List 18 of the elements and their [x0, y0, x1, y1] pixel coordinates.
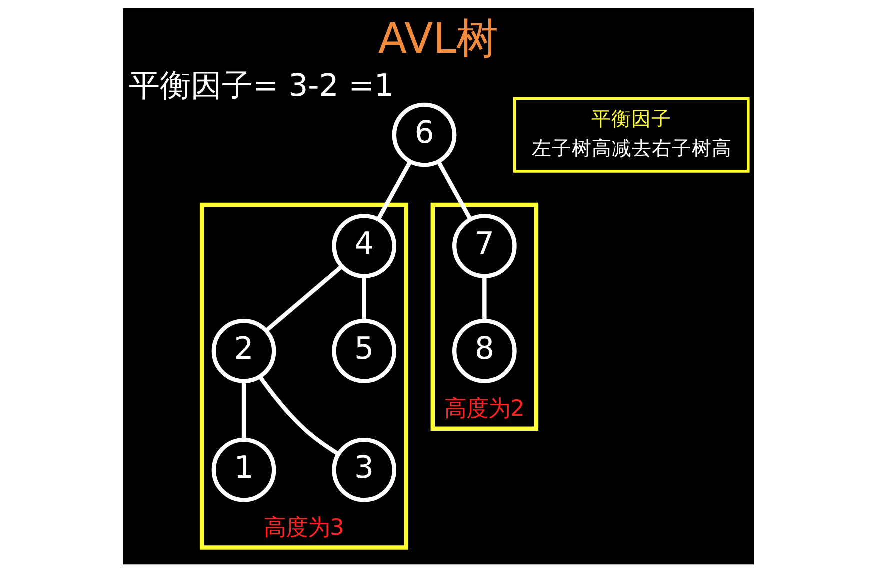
node-circle: 1	[212, 438, 276, 502]
node-circle: 6	[392, 102, 457, 168]
node-circle: 2	[212, 319, 276, 384]
node-circle: 7	[452, 214, 517, 278]
diagram-title: AVL树	[378, 14, 499, 64]
node-box: 平衡因子 左子树高减去右子树高	[513, 97, 750, 173]
node-circle: 3	[332, 438, 397, 502]
node-circle: 5	[332, 319, 397, 384]
node-circle: 8	[452, 319, 517, 384]
connector	[242, 381, 246, 440]
connector	[482, 276, 487, 322]
connector	[376, 161, 412, 220]
connector	[258, 376, 340, 456]
node-circle: 4	[332, 214, 397, 278]
node-label: 平衡因子= 3-2 =1	[129, 68, 394, 104]
connector	[362, 276, 366, 322]
connector	[436, 161, 472, 220]
connector	[265, 265, 344, 332]
